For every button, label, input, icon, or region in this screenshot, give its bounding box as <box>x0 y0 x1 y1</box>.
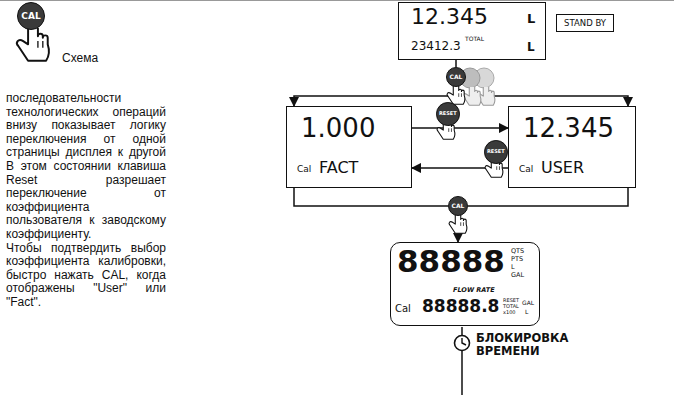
display-text: QTS <box>511 248 524 255</box>
clock-icon <box>455 336 470 351</box>
instruction-text: Чтобы подтвердить выбор коэффициента кал… <box>6 242 166 310</box>
display-text: PTS <box>511 256 523 263</box>
display-text: 23412.3 <box>411 40 461 52</box>
display-text: RESET <box>439 111 457 116</box>
display-text: L <box>525 309 528 315</box>
display-text: TOTAL <box>465 36 484 42</box>
display-text: 12.345 <box>523 115 614 141</box>
display-text: CAL <box>21 12 40 21</box>
text-column: Схема последовательности технологических… <box>6 52 166 310</box>
display-text: FLOW RATE <box>453 287 495 294</box>
display-page: 12.345L23412.3TOTALL <box>398 2 546 60</box>
instruction-text: Схема последовательности технологических… <box>6 52 166 242</box>
display-text: Cal <box>519 165 533 174</box>
ghost-hand <box>463 87 481 105</box>
display-text: USER <box>541 160 584 176</box>
display-text: Cal <box>297 165 311 174</box>
cal-button: CAL <box>448 196 468 216</box>
display-text: TOTAL <box>503 304 519 309</box>
display-text: Cal <box>395 304 411 314</box>
flow-line <box>461 327 463 335</box>
display-text: 1.000 <box>301 115 375 141</box>
lcd-display: 88888QTSPTSLGALFLOW RATECal88888.8RESETT… <box>390 242 540 326</box>
display-text: STAND BY <box>564 19 606 28</box>
flow-line <box>294 188 448 206</box>
flow-line <box>461 351 463 395</box>
flow-arrow <box>412 127 508 129</box>
display-text: GAL <box>511 272 524 279</box>
display-text: CAL <box>452 203 465 209</box>
display-text: FACT <box>319 160 358 176</box>
flow-arrow <box>294 87 456 106</box>
display-text: RESET <box>503 298 519 303</box>
icon-spacer <box>6 52 62 92</box>
cal-button: CAL <box>17 2 45 30</box>
display-page: 1.000Cal FACT <box>286 106 412 188</box>
display-text: L <box>511 264 515 271</box>
reset-button: RESET <box>436 102 460 126</box>
display-page: 12.345Cal USER <box>508 106 636 188</box>
hand-icon <box>449 215 467 233</box>
display-text: CAL <box>450 74 463 80</box>
display-text: 12.345 <box>411 6 488 28</box>
hand-icon <box>17 28 49 61</box>
clock-icon <box>462 338 466 345</box>
reset-button: RESET <box>484 140 508 164</box>
display-text: GAL <box>522 300 534 306</box>
cal-button: CAL <box>446 67 466 87</box>
status-tag: STAND BY <box>556 14 614 32</box>
flow-arrow <box>456 87 628 106</box>
flow-line <box>455 60 457 67</box>
top-rule <box>0 0 674 1</box>
flow-line <box>468 188 628 206</box>
display-text: L <box>527 41 535 53</box>
display-text: L <box>527 12 535 25</box>
lock-label: БЛОКИРОВКА ВРЕМЕНИ <box>476 332 572 358</box>
display-text: x100 <box>503 310 516 315</box>
display-text: RESET <box>487 149 505 154</box>
display-text: 88888 <box>397 246 505 277</box>
display-text: 88888.8 <box>422 298 499 315</box>
